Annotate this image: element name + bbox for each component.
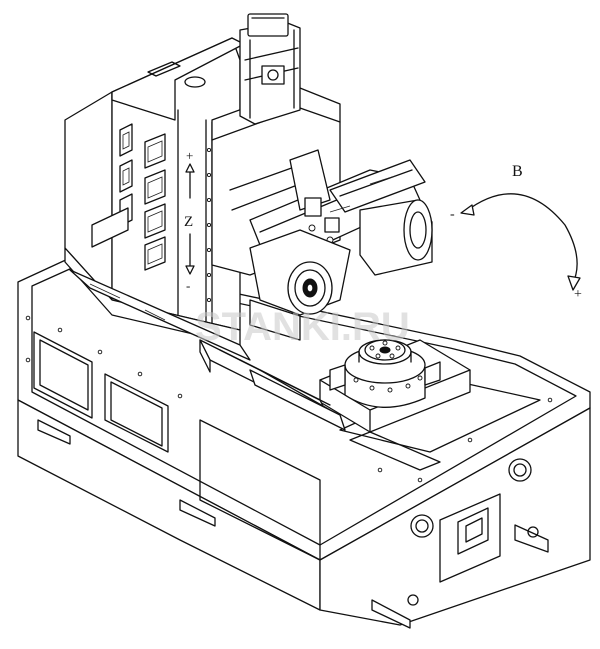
b-axis-plus: + (574, 287, 582, 302)
z-axis-minus: - (186, 278, 190, 293)
b-axis-minus: - (450, 207, 455, 222)
spindle-head (211, 13, 433, 341)
rotary-table (319, 339, 471, 433)
b-axis-indicator: B - + (450, 163, 582, 302)
b-axis-label: B (512, 163, 523, 180)
machine-column (64, 37, 251, 361)
z-axis-plus: + (186, 148, 193, 163)
z-axis-label: Z (184, 214, 193, 230)
x-axis-bellows (89, 283, 346, 431)
watermark: STANKI.RU (195, 305, 410, 349)
z-axis-indicator: + Z - (184, 148, 195, 293)
